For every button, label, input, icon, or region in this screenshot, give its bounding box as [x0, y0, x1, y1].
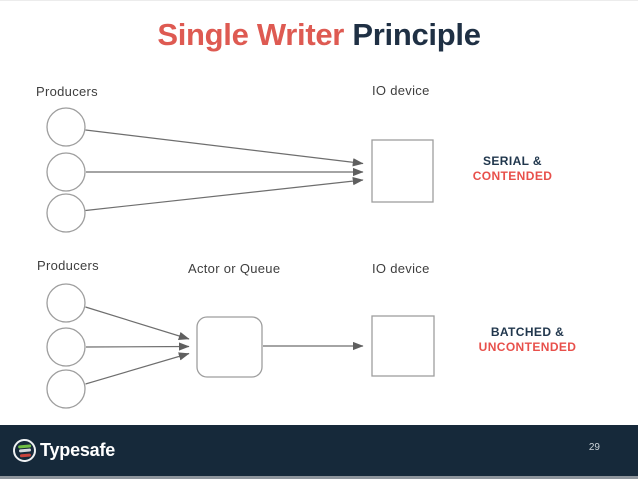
page-title: Single Writer Principle: [0, 17, 638, 53]
io-device-label-bottom: IO device: [372, 261, 430, 276]
serial-contended-annotation: SERIAL & CONTENDED: [452, 154, 573, 184]
producer-circle: [46, 327, 86, 367]
producer-circle: [46, 152, 86, 192]
producer-circle: [46, 107, 86, 147]
flow-arrow: [85, 129, 364, 167]
logo-stripe-green: [17, 443, 31, 449]
flow-arrow: [85, 352, 190, 385]
typesafe-logo-icon: [12, 438, 37, 463]
brand-name: Typesafe: [40, 440, 116, 460]
diagram-batched-uncontended: [46, 283, 435, 409]
title-rest-text: Principle: [352, 17, 481, 52]
batched-uncontended-annotation: BATCHED & UNCONTENDED: [467, 325, 588, 355]
brand-logo: Typesafe: [12, 434, 116, 467]
diagram-serial-contended: [46, 107, 434, 233]
producer-circle: [46, 283, 86, 323]
logo-stripe-gray: [18, 448, 31, 453]
io-device-label-top: IO device: [372, 83, 430, 98]
flow-arrow: [85, 176, 364, 212]
annotation-line-contended: CONTENDED: [472, 169, 553, 183]
producer-circle: [46, 369, 86, 409]
logo-stripe-red: [19, 453, 31, 457]
annotation-line-uncontended: UNCONTENDED: [478, 340, 577, 354]
producer-circle: [46, 193, 86, 233]
producers-label-top: Producers: [36, 84, 98, 99]
flow-arrow: [85, 306, 190, 340]
actor-queue-box: [196, 316, 263, 378]
io-device-box: [371, 315, 435, 377]
io-device-box: [371, 139, 434, 203]
annotation-line-batched: BATCHED &: [490, 325, 565, 339]
footer-bottom-strip: [0, 476, 638, 479]
page-number: 29: [588, 442, 600, 453]
flow-arrow: [85, 342, 190, 351]
title-accent-text: Single Writer: [157, 17, 345, 52]
annotation-line-serial: SERIAL &: [483, 154, 542, 168]
actor-or-queue-label: Actor or Queue: [188, 261, 281, 276]
producers-label-bottom: Producers: [37, 258, 99, 273]
footer-bar: Typesafe 29: [0, 425, 638, 479]
